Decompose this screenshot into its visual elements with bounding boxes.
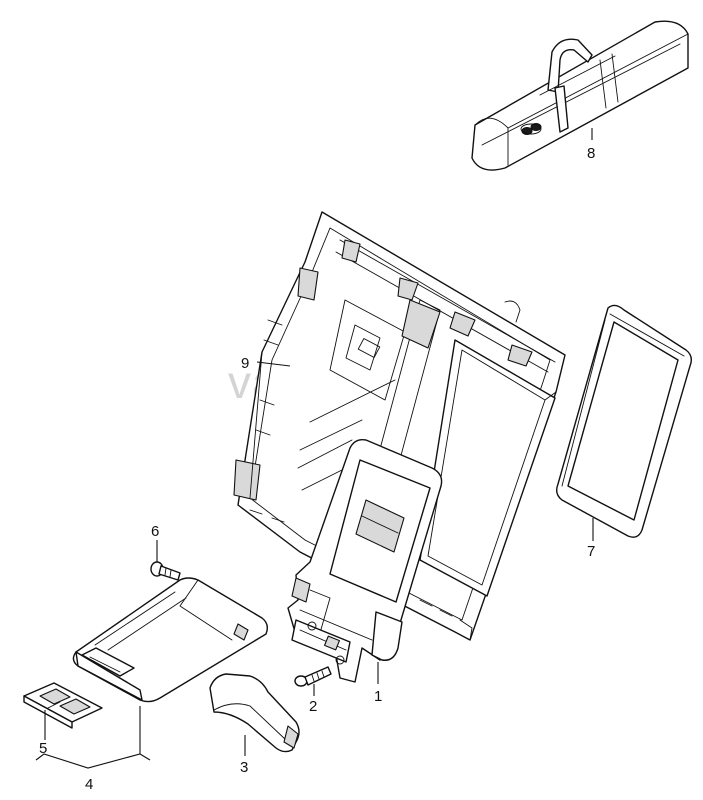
callout-5: 5 [39,740,47,757]
part-2-screw[interactable] [294,666,332,687]
callout-8: 8 [587,145,595,162]
part-4-armrest[interactable] [72,577,269,703]
leader-4-bracket [35,753,151,769]
callout-9: 9 [241,355,249,372]
part-5-tray-insert[interactable] [23,682,103,729]
leader-9 [256,361,291,367]
part-3-cover[interactable] [209,673,300,753]
part-6-screw[interactable] [150,561,181,581]
callout-2: 2 [309,698,317,715]
callout-3: 3 [240,759,248,776]
part-1-armrest-bracket[interactable] [287,438,443,683]
part-8-ski-bag[interactable] [471,20,689,171]
callout-7: 7 [587,543,595,560]
part-7-frame-seal[interactable] [555,304,693,538]
callout-4: 4 [85,776,93,793]
callout-1: 1 [374,688,382,705]
callout-6: 6 [151,523,159,540]
